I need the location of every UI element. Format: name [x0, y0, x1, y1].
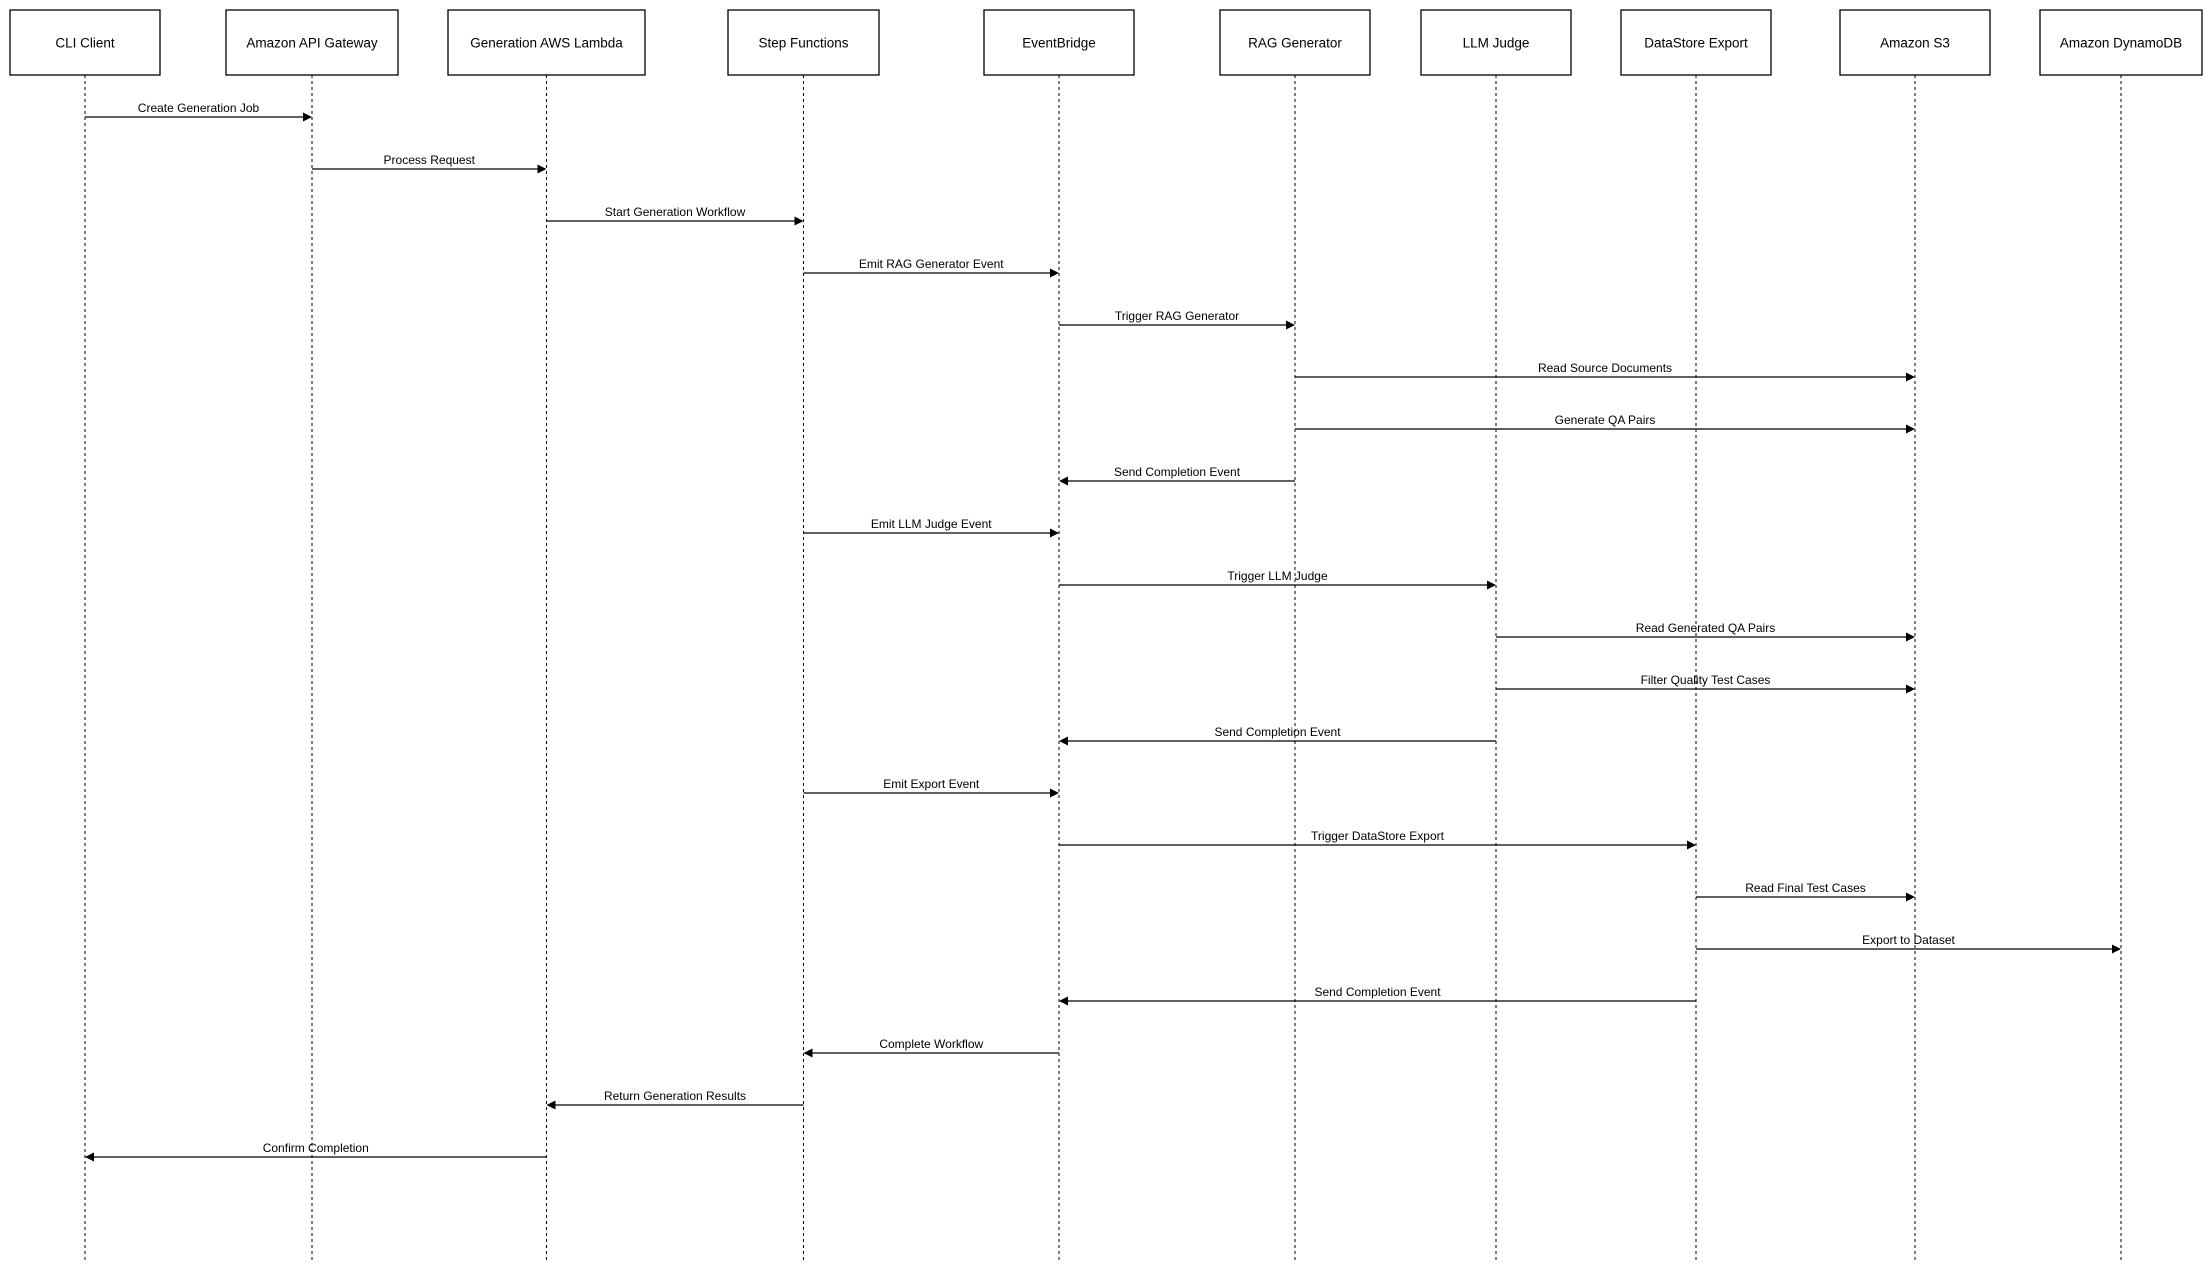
arrowhead-icon: [85, 1152, 94, 1162]
arrowhead-icon: [1906, 424, 1915, 434]
message: Confirm Completion: [85, 1141, 547, 1162]
message-label: Process Request: [384, 153, 476, 167]
participant-eb: EventBridge: [983, 9, 1135, 76]
message-label: Emit RAG Generator Event: [859, 257, 1004, 271]
message-label: Read Generated QA Pairs: [1636, 621, 1775, 635]
message: Emit Export Event: [803, 777, 1059, 798]
arrowhead-icon: [303, 112, 312, 122]
participant-box: [447, 9, 646, 76]
message: Trigger LLM Judge: [1059, 569, 1496, 590]
arrowhead-icon: [1050, 268, 1059, 278]
message-label: Send Completion Event: [1314, 985, 1441, 999]
message: Read Generated QA Pairs: [1496, 621, 1915, 642]
message: Complete Workflow: [803, 1037, 1059, 1058]
message: Send Completion Event: [1059, 725, 1496, 746]
arrowhead-icon: [1906, 372, 1915, 382]
message: Generate QA Pairs: [1295, 413, 1915, 434]
message-label: Return Generation Results: [604, 1089, 746, 1103]
arrowhead-icon: [1906, 632, 1915, 642]
arrowhead-icon: [546, 1100, 556, 1110]
message: Read Final Test Cases: [1696, 881, 1915, 902]
message-label: Export to Dataset: [1862, 933, 1955, 947]
participant-box: [225, 9, 399, 76]
arrowhead-icon: [1059, 476, 1068, 486]
participant-name: Generation AWS Lambda: [470, 36, 623, 51]
message-label: Trigger LLM Judge: [1227, 569, 1328, 583]
message-label: Trigger RAG Generator: [1115, 309, 1239, 323]
participant-box: [727, 9, 880, 76]
message-label: Emit LLM Judge Event: [871, 517, 992, 531]
arrowhead-icon: [537, 164, 547, 174]
message: Read Source Documents: [1295, 361, 1915, 382]
participant-box: [983, 9, 1135, 76]
message: Trigger RAG Generator: [1059, 309, 1295, 330]
message-label: Send Completion Event: [1114, 465, 1241, 479]
message-label: Create Generation Job: [138, 101, 260, 115]
participant-name: Amazon API Gateway: [246, 36, 378, 51]
arrowhead-icon: [1906, 684, 1915, 694]
lifelines: [84, 75, 2122, 1262]
participant-export: DataStore Export: [1620, 9, 1772, 76]
message: Export to Dataset: [1696, 933, 2121, 954]
arrowhead-icon: [1286, 320, 1295, 330]
message-label: Complete Workflow: [879, 1037, 983, 1051]
participant-box: [2039, 9, 2203, 76]
participant-cli: CLI Client: [9, 9, 161, 76]
participant-box: [1839, 9, 1991, 76]
message-label: Start Generation Workflow: [605, 205, 746, 219]
message-label: Confirm Completion: [263, 1141, 369, 1155]
arrowhead-icon: [1059, 736, 1068, 746]
message: Filter Quality Test Cases: [1496, 673, 1915, 694]
participant-name: EventBridge: [1022, 36, 1096, 51]
participant-box: [1219, 9, 1371, 76]
participant-name: RAG Generator: [1248, 36, 1342, 51]
arrowhead-icon: [1906, 892, 1915, 902]
arrowhead-icon: [1687, 840, 1696, 850]
participant-name: DataStore Export: [1644, 36, 1748, 51]
participant-apigw: Amazon API Gateway: [225, 9, 399, 76]
participant-rag: RAG Generator: [1219, 9, 1371, 76]
participant-ddb: Amazon DynamoDB: [2039, 9, 2203, 76]
participant-lambda: Generation AWS Lambda: [447, 9, 646, 76]
participant-name: Step Functions: [758, 36, 848, 51]
participant-sfn: Step Functions: [727, 9, 880, 76]
participant-judge: LLM Judge: [1420, 9, 1572, 76]
message-label: Generate QA Pairs: [1555, 413, 1656, 427]
message-label: Filter Quality Test Cases: [1641, 673, 1771, 687]
message-label: Trigger DataStore Export: [1311, 829, 1445, 843]
arrowhead-icon: [1059, 996, 1068, 1006]
message: Process Request: [312, 153, 547, 174]
participant-name: LLM Judge: [1463, 36, 1530, 51]
participant-box: [1420, 9, 1572, 76]
message: Create Generation Job: [85, 101, 312, 122]
participant-name: CLI Client: [55, 36, 115, 51]
participant-box: [1620, 9, 1772, 76]
message: Send Completion Event: [1059, 465, 1295, 486]
participant-s3: Amazon S3: [1839, 9, 1991, 76]
participants: CLI Client Amazon API Gateway Generation A…: [9, 9, 2203, 76]
participant-box: [9, 9, 161, 76]
participant-name: Amazon DynamoDB: [2060, 36, 2182, 51]
message-label: Read Source Documents: [1538, 361, 1672, 375]
message: Send Completion Event: [1059, 985, 1696, 1006]
message: Return Generation Results: [546, 1089, 804, 1110]
arrowhead-icon: [794, 216, 804, 226]
arrowhead-icon: [1050, 788, 1059, 798]
arrowhead-icon: [1487, 580, 1496, 590]
arrowhead-icon: [1050, 528, 1059, 538]
arrowhead-icon: [803, 1048, 813, 1058]
message: Start Generation Workflow: [546, 205, 804, 226]
message: Trigger DataStore Export: [1059, 829, 1696, 850]
arrowhead-icon: [2112, 944, 2121, 954]
message-label: Read Final Test Cases: [1745, 881, 1866, 895]
message-label: Send Completion Event: [1214, 725, 1341, 739]
message-label: Emit Export Event: [883, 777, 980, 791]
message: Emit LLM Judge Event: [803, 517, 1059, 538]
participant-name: Amazon S3: [1880, 36, 1950, 51]
message: Emit RAG Generator Event: [803, 257, 1059, 278]
